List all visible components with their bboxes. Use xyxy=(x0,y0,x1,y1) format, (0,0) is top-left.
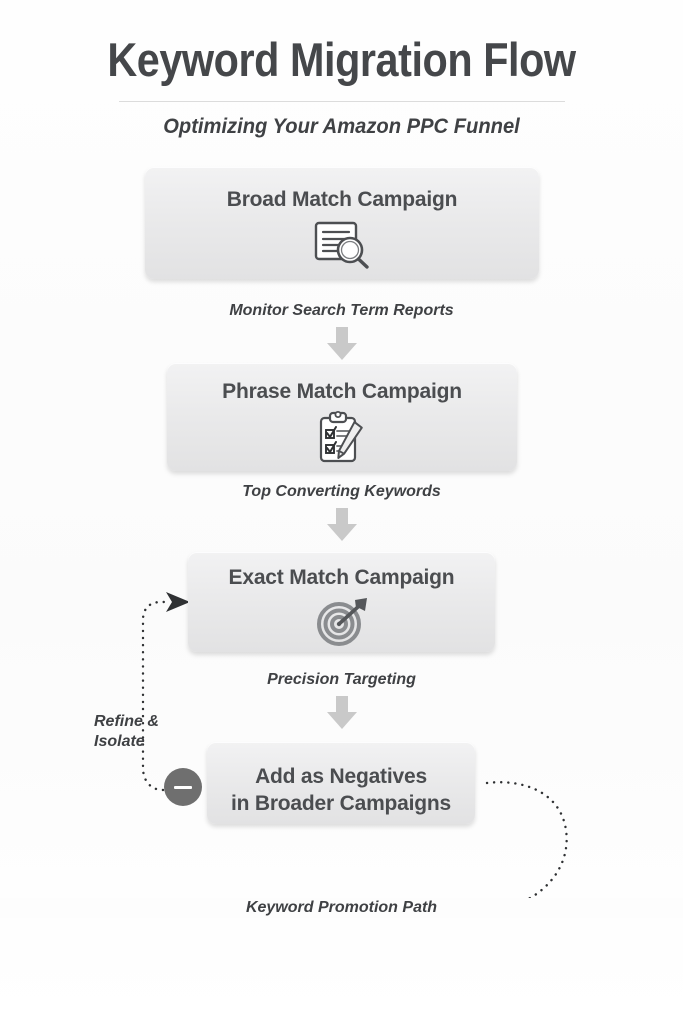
down-block-arrow xyxy=(325,508,359,547)
connector-label-precision-targeting: Precision Targeting xyxy=(267,671,416,688)
document-search-icon xyxy=(312,218,372,270)
flow-node-label: Exact Match Campaign xyxy=(228,566,455,589)
minus-circle-icon xyxy=(164,768,202,806)
flow-node-exact-match[interactable]: Exact Match Campaign xyxy=(188,552,495,652)
refine-isolate-dotted-path xyxy=(141,600,170,792)
loop-label-text: Keyword Promotion Path xyxy=(237,899,446,916)
down-block-arrow xyxy=(325,696,359,735)
flow-node-broad-match[interactable]: Broad Match Campaign xyxy=(145,167,539,279)
connector-label-monitor-search-term-reports: Monitor Search Term Reports xyxy=(229,302,454,319)
target-dart-icon xyxy=(315,596,369,648)
flow-node-label: Broad Match Campaign xyxy=(226,188,458,211)
flow-node-label-line1: Add as Negatives xyxy=(255,765,427,788)
flow-node-label-line2: in Broader Campaigns xyxy=(230,792,452,815)
title-divider xyxy=(119,101,565,102)
page-title: Keyword Migration Flow xyxy=(107,33,576,86)
loop-label-line1: Refine & xyxy=(94,713,159,730)
loop-label-refine-isolate: Refine & Isolate xyxy=(94,712,180,752)
flow-node-add-as-negatives[interactable]: Add as Negatives in Broader Campaigns xyxy=(207,742,475,824)
loop-label-line2: Isolate xyxy=(94,733,145,750)
connector-label-top-converting-keywords: Top Converting Keywords xyxy=(242,483,441,500)
refine-isolate-arrowhead-icon xyxy=(166,592,190,612)
page-subtitle: Optimizing Your Amazon PPC Funnel xyxy=(163,115,520,138)
minus-bar xyxy=(174,785,192,789)
clipboard-checklist-pencil-icon xyxy=(316,410,368,466)
flow-node-phrase-match[interactable]: Phrase Match Campaign xyxy=(167,363,517,471)
flow-node-label: Phrase Match Campaign xyxy=(222,380,462,403)
loop-label-keyword-promotion: Keyword Promotion Path xyxy=(0,898,683,918)
down-block-arrow xyxy=(325,327,359,366)
